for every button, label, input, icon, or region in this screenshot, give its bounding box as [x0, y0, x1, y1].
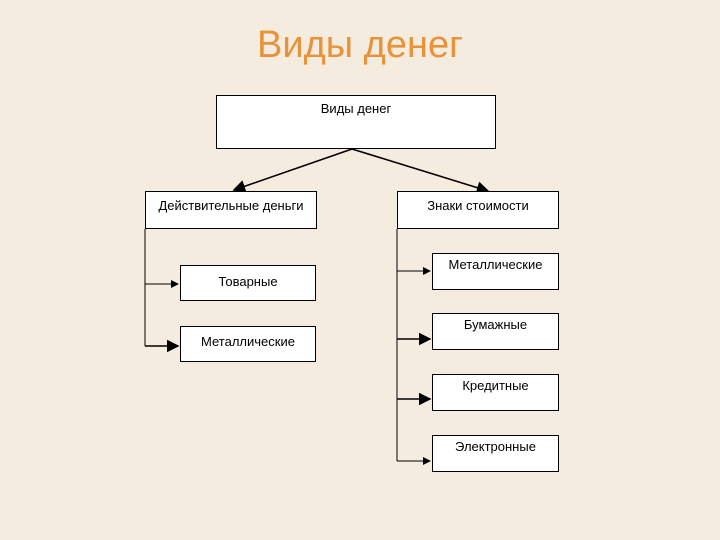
node-right-metallic: Металлические [432, 253, 559, 290]
node-real-money-label: Действительные деньги [158, 198, 304, 213]
arrow-root-to-right [351, 148, 490, 194]
node-paper: Бумажные [432, 313, 559, 350]
root-node: Виды денег [216, 95, 496, 149]
node-commodity: Товарные [180, 265, 316, 301]
root-node-label: Виды денег [320, 101, 392, 116]
slide-title: Виды денег [257, 24, 463, 66]
node-real-money: Действительные деньги [145, 191, 317, 229]
node-electronic-label: Электронные [455, 439, 536, 454]
node-left-metallic: Металлические [180, 326, 316, 362]
node-value-tokens: Знаки стоимости [397, 191, 559, 229]
arrow-root-to-left [232, 148, 353, 193]
node-paper-label: Бумажные [463, 317, 528, 332]
node-commodity-label: Товарные [218, 274, 278, 289]
node-credit: Кредитные [432, 374, 559, 411]
node-electronic: Электронные [432, 435, 559, 472]
node-right-metallic-label: Металлические [448, 257, 543, 272]
node-left-metallic-label: Металлические [201, 334, 295, 349]
node-value-tokens-label: Знаки стоимости [427, 198, 529, 213]
node-credit-label: Кредитные [462, 378, 529, 393]
